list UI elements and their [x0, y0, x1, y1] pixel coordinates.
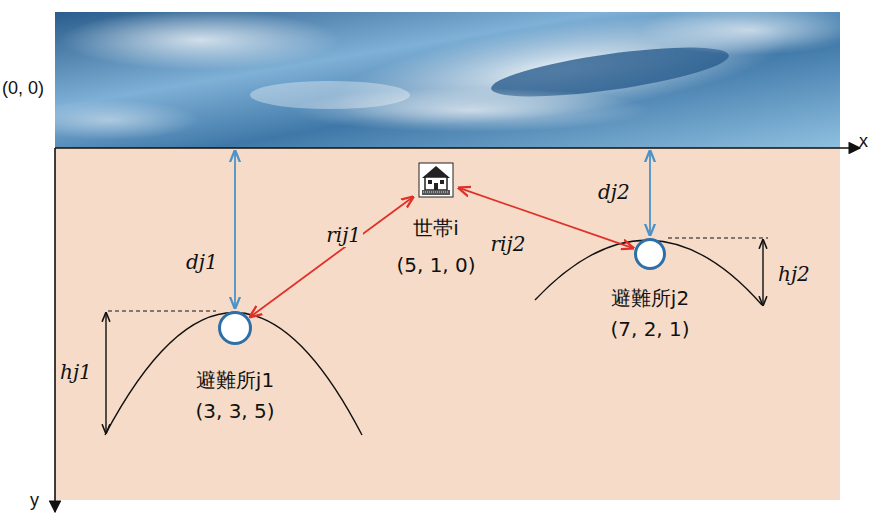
- dimension-label: dj2: [598, 180, 630, 204]
- shelter-node: 避難所j1(3, 3, 5): [218, 311, 252, 345]
- shelter-node: 避難所j2(7, 2, 1): [634, 238, 666, 270]
- dimension-label: hj2: [778, 262, 810, 286]
- height-arrow: [105, 313, 106, 433]
- distance-arrow: [649, 151, 651, 235]
- axis-label: y: [30, 490, 39, 512]
- house-icon: [416, 160, 456, 200]
- node-name: 避難所j2: [611, 286, 689, 310]
- dimension-label: hj1: [60, 360, 92, 384]
- node-name: 世帯i: [413, 216, 459, 240]
- dimension-label: dj1: [186, 250, 218, 274]
- axis-label: x: [859, 131, 868, 153]
- axis-label: (0, 0): [2, 78, 44, 100]
- edge-label: rij2: [489, 232, 528, 256]
- height-guide: [668, 238, 768, 239]
- height-arrow: [762, 240, 763, 305]
- node-name: 避難所j1: [196, 368, 274, 392]
- height-guide: [108, 311, 216, 312]
- ground-area: [55, 148, 840, 500]
- node-coordinates: (3, 3, 5): [195, 399, 274, 423]
- household-node: 世帯i(5, 1, 0): [416, 160, 456, 200]
- distance-arrow: [234, 151, 236, 308]
- edge-label: rij1: [324, 223, 363, 247]
- y-axis: [54, 148, 56, 512]
- x-axis: [55, 147, 860, 149]
- typhoon-sky: [20, 0, 860, 148]
- node-coordinates: (7, 2, 1): [610, 317, 689, 341]
- node-coordinates: (5, 1, 0): [396, 253, 475, 277]
- distance-connector: [250, 197, 413, 317]
